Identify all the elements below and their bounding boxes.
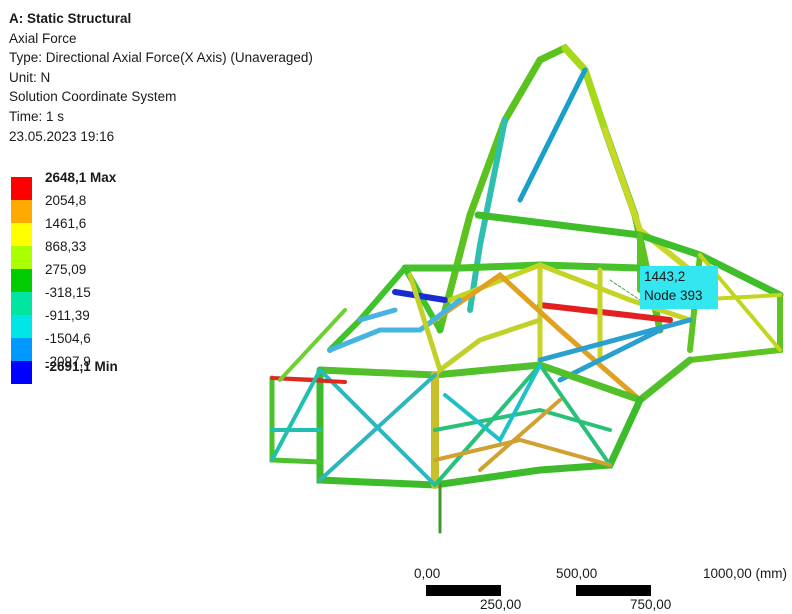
scale-label: 500,00 — [556, 566, 598, 581]
legend-band: -318,15 — [9, 285, 169, 315]
probe-value: 1443,2 — [644, 269, 686, 284]
mid-brace-tube — [537, 317, 693, 383]
legend-band: 1461,6 — [9, 216, 169, 246]
max-force-tube — [537, 302, 673, 323]
coordinate-system: Solution Coordinate System — [9, 89, 177, 105]
analysis-title: A: Static Structural — [9, 11, 132, 26]
scale-label: 750,00 — [630, 597, 672, 612]
legend-band: -911,39 — [9, 308, 169, 338]
probe-annotation[interactable]: 1443,2 Node 393 — [640, 266, 718, 309]
scale-bar-segment — [576, 585, 651, 596]
scale-label: 250,00 — [480, 597, 522, 612]
result-info-header: A: Static Structural Axial Force Type: D… — [9, 9, 313, 146]
legend-band: -1504,6 — [9, 331, 169, 361]
legend-color-swatch — [11, 315, 32, 338]
legend-band: 868,33 — [9, 239, 169, 269]
scale-label: 1000,00 (mm) — [703, 566, 788, 581]
legend-value-label: 868,33 — [45, 239, 87, 254]
legend-band: -2097,9 — [9, 354, 169, 384]
floor-brace-tube — [443, 363, 542, 444]
legend-band: 275,09 — [9, 262, 169, 292]
result-type: Type: Directional Axial Force(X Axis) (U… — [9, 50, 313, 66]
legend-color-swatch — [11, 338, 32, 361]
legend-color-swatch — [11, 223, 32, 246]
probe-node: Node 393 — [644, 288, 703, 303]
legend-value-label: 1461,6 — [45, 216, 87, 231]
cage-brace-tube — [407, 272, 543, 375]
legend-value-label: 275,09 — [45, 262, 87, 277]
legend-color-swatch — [11, 292, 32, 315]
result-name: Axial Force — [9, 30, 77, 46]
legend-color-swatch — [11, 246, 32, 269]
result-unit: Unit: N — [9, 69, 51, 85]
result-date: 23.05.2023 19:16 — [9, 128, 115, 144]
mid-brace-tube — [447, 262, 693, 323]
legend-color-swatch — [11, 200, 32, 223]
legend-value-label: -318,15 — [45, 285, 91, 300]
legend-color-swatch — [11, 361, 32, 384]
scale-bar-segment — [651, 585, 726, 596]
rear-frame-tube — [474, 211, 784, 299]
min-force-tube — [392, 289, 448, 303]
floor-brace-tube — [433, 398, 612, 472]
legend-color-swatch — [11, 269, 32, 292]
nose-brace-tube — [278, 308, 347, 382]
legend-value-label: 2054,8 — [45, 193, 87, 208]
front-brace-tube — [318, 368, 437, 487]
legend-value-label: -2097,9 — [45, 354, 91, 369]
hoop-brace-tube — [602, 127, 693, 273]
legend-color-swatch — [11, 177, 32, 200]
legend-band: 2648,1 Max — [9, 170, 169, 200]
legend-value-label: -911,39 — [45, 308, 90, 323]
legend-max-label: 2648,1 Max — [45, 170, 117, 185]
hoop-brace-tube — [517, 67, 588, 203]
legend-value-label: -1504,6 — [45, 331, 91, 346]
mid-frame-tube — [401, 261, 644, 272]
scale-label: 0,00 — [414, 566, 441, 581]
hoop-upper-tube — [561, 44, 609, 134]
legend-min-label: -2691,1 Min — [45, 359, 118, 374]
cage-brace-tube — [327, 297, 463, 353]
scale-bar-segment — [426, 585, 501, 596]
legend-band: 2054,8 — [9, 193, 169, 223]
result-time: Time: 1 s — [9, 108, 65, 124]
legend-min-row: -2691,1 Min — [9, 359, 169, 385]
nose-brace-tube — [270, 368, 322, 462]
scale-bar-segment — [501, 585, 576, 596]
